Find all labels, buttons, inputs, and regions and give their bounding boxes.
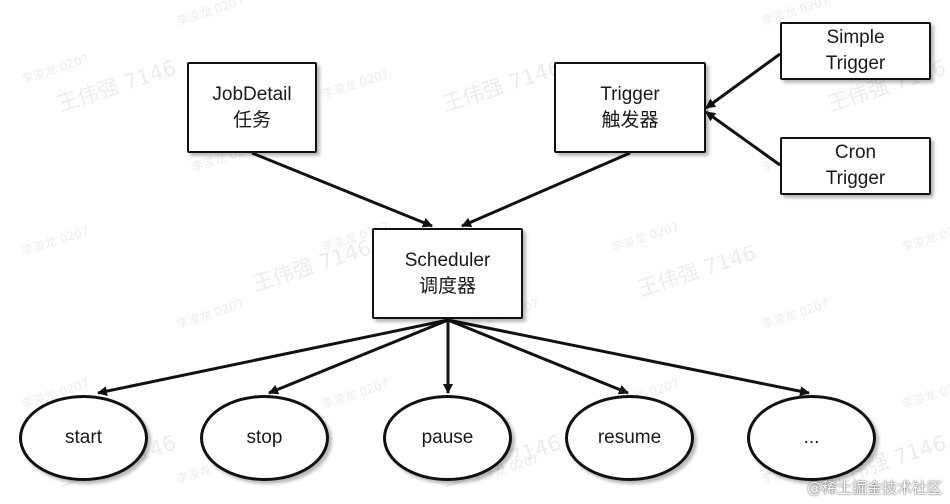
node-label: Trigger [825, 53, 886, 74]
node-label: stop [246, 427, 283, 448]
node-action-start: start [19, 395, 148, 481]
node-label: pause [421, 427, 474, 448]
edge-trigger-to-scheduler [461, 151, 631, 228]
node-label: Trigger [825, 168, 886, 189]
node-action-more: ... [747, 395, 876, 481]
edge-cron-to-trigger [705, 110, 781, 167]
node-label: Trigger [600, 83, 660, 105]
node-label: start [65, 427, 102, 448]
node-label: 调度器 [418, 275, 476, 297]
node-label: 触发器 [601, 109, 659, 131]
node-label: Simple [826, 27, 885, 48]
edge-scheduler-to-start [97, 318, 449, 397]
node-trigger: Trigger 触发器 [554, 62, 706, 153]
edge-jobdetail-to-scheduler [251, 151, 433, 228]
node-jobdetail: JobDetail 任务 [187, 62, 317, 153]
node-action-resume: resume [565, 395, 694, 481]
node-simple-trigger: Simple Trigger [780, 22, 931, 80]
edge-scheduler-to-stop [268, 318, 449, 395]
node-action-stop: stop [200, 395, 329, 481]
node-action-pause: pause [383, 395, 512, 481]
edge-scheduler-to-resume [447, 318, 629, 395]
node-label: JobDetail [212, 83, 292, 105]
edge-scheduler-to-more [447, 318, 810, 397]
node-label: resume [597, 427, 662, 448]
node-label: Scheduler [404, 249, 491, 271]
node-scheduler: Scheduler 调度器 [372, 228, 523, 319]
node-label: 任务 [232, 109, 271, 131]
edge-simple-to-trigger [705, 52, 781, 110]
node-label: ... [803, 427, 820, 448]
node-cron-trigger: Cron Trigger [780, 137, 931, 195]
node-label: Cron [834, 142, 877, 163]
site-watermark: @稀土掘金技术社区 [806, 479, 942, 497]
